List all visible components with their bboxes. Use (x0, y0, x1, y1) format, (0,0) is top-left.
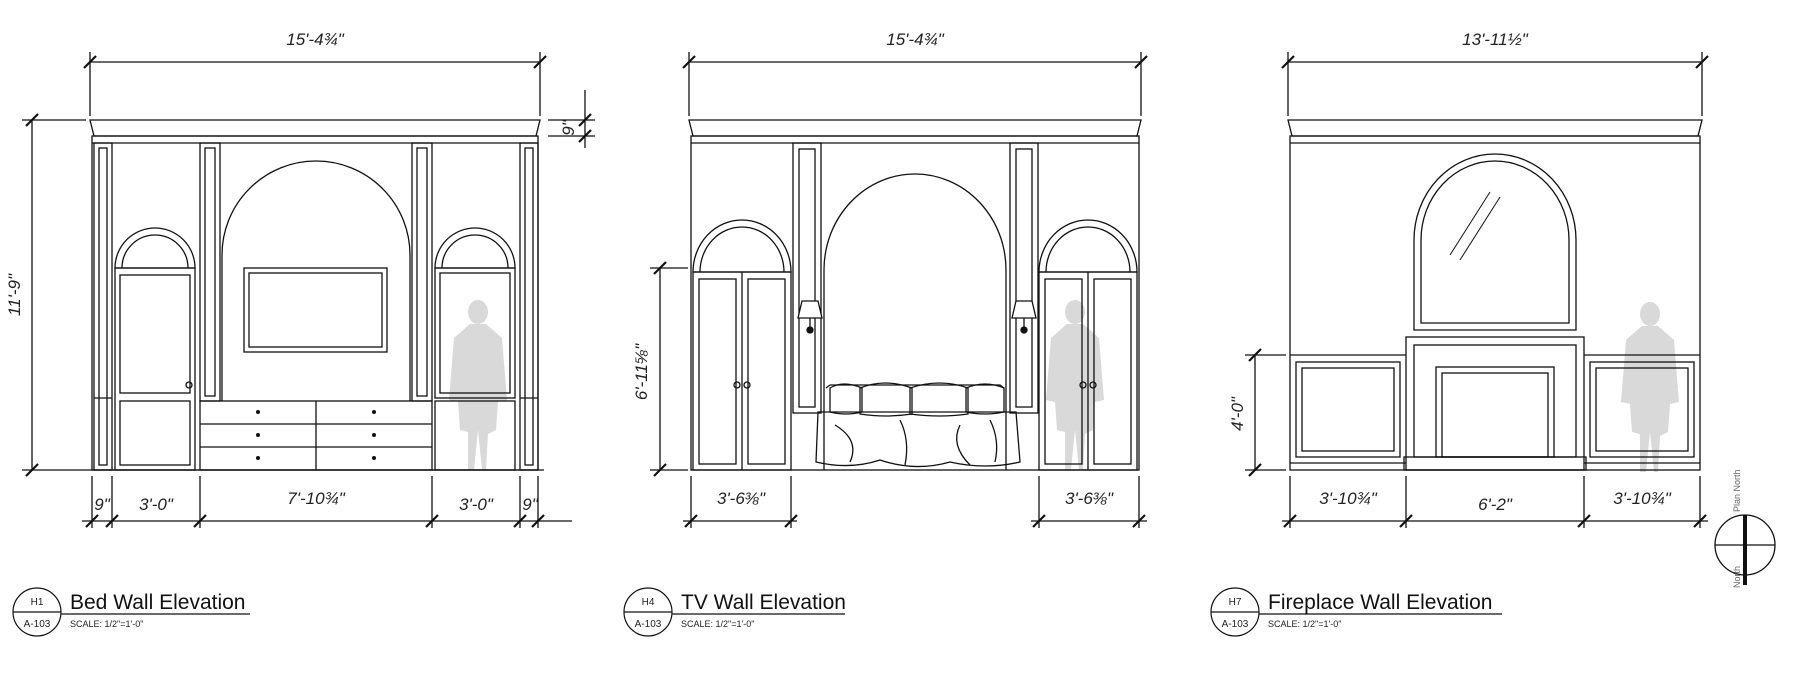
bed-wall-elevation (22, 52, 595, 529)
wall-sconce (1011, 300, 1037, 334)
dim-bottom-2: 3'-0" (139, 495, 174, 514)
wainscot-panel (1589, 361, 1695, 458)
dimension-lines (650, 52, 1149, 529)
wall-sconce (797, 300, 823, 334)
window-panel (434, 267, 516, 399)
arched-transom (114, 227, 196, 269)
bed-alcove-arch (823, 173, 1007, 470)
crown-molding (688, 119, 1142, 137)
scale-figure (1621, 302, 1679, 472)
pilaster (1009, 142, 1039, 414)
dim-wainscot-height: 4'-0" (1228, 396, 1247, 431)
dim-bottom-2: 6'-2" (1478, 495, 1513, 514)
tv-wall-elevation (650, 52, 1149, 529)
pilaster (93, 142, 113, 471)
closet-door (114, 267, 196, 471)
detail-number: H7 (1229, 597, 1242, 608)
north-arrow-icon: Plan North North (1714, 469, 1776, 588)
pilaster (519, 142, 539, 471)
title-block-bed-wall: H1 A-103 Bed Wall Elevation SCALE: 1/2"=… (12, 587, 250, 637)
dim-bottom-2: 3'-6⅜" (1065, 489, 1114, 508)
elevation-title: Bed Wall Elevation (70, 591, 245, 614)
pilaster (792, 142, 822, 414)
plan-north-label: Plan North (1732, 469, 1742, 512)
pilaster (199, 142, 221, 402)
dim-bottom-4: 3'-0" (459, 495, 494, 514)
dim-bottom-1: 3'-6⅜" (717, 489, 766, 508)
elevation-title: TV Wall Elevation (681, 591, 846, 614)
arched-niche (221, 160, 411, 401)
dim-crown: 9" (559, 119, 578, 135)
title-block-tv-wall: H4 A-103 TV Wall Elevation SCALE: 1/2"=1… (623, 587, 846, 637)
sheet-number: A-103 (1222, 619, 1249, 630)
arched-transom (1038, 219, 1138, 273)
dimension-lines (1245, 52, 1710, 529)
dim-bottom-5: 9" (522, 495, 538, 514)
true-north-label: North (1732, 566, 1742, 588)
scale-figure (1046, 300, 1104, 470)
dim-overall-width: 15'-4¾" (286, 30, 344, 49)
pilaster (411, 142, 433, 402)
sheet-number: A-103 (635, 619, 662, 630)
dim-overall-width: 15'-4¾" (886, 30, 944, 49)
fireplace-wall-elevation (1245, 52, 1710, 529)
tv-panel (243, 267, 388, 353)
fireplace (1403, 336, 1587, 471)
dim-height: 6'-11⅝" (632, 343, 651, 400)
dim-bottom-3: 3'-10¾" (1613, 489, 1671, 508)
arched-mirror (1413, 153, 1577, 331)
wainscot-panel (1295, 361, 1401, 458)
dim-bottom-1: 3'-10¾" (1319, 489, 1377, 508)
arched-transom (434, 227, 516, 269)
scale-note: SCALE: 1/2"=1'-0" (1268, 619, 1341, 629)
title-block-fireplace-wall: H7 A-103 Fireplace Wall Elevation SCALE:… (1210, 587, 1502, 637)
sheet-number: A-103 (24, 619, 51, 630)
bed (815, 382, 1021, 468)
scale-figure (449, 300, 507, 470)
scale-note: SCALE: 1/2"=1'-0" (681, 619, 754, 629)
dim-overall-height: 11'-9" (5, 273, 24, 316)
dim-overall-width: 13'-11½" (1462, 30, 1529, 49)
scale-note: SCALE: 1/2"=1'-0" (70, 619, 143, 629)
detail-number: H1 (31, 597, 44, 608)
crown-molding (89, 119, 541, 137)
detail-number: H4 (642, 597, 655, 608)
elevation-title: Fireplace Wall Elevation (1268, 591, 1492, 614)
dimension-lines (22, 52, 595, 529)
dim-bottom-3: 7'-10¾" (287, 489, 345, 508)
crown-molding (1287, 119, 1703, 137)
arched-transom (692, 219, 792, 273)
wall-outline (690, 135, 1140, 471)
dim-bottom-1: 9" (94, 495, 110, 514)
